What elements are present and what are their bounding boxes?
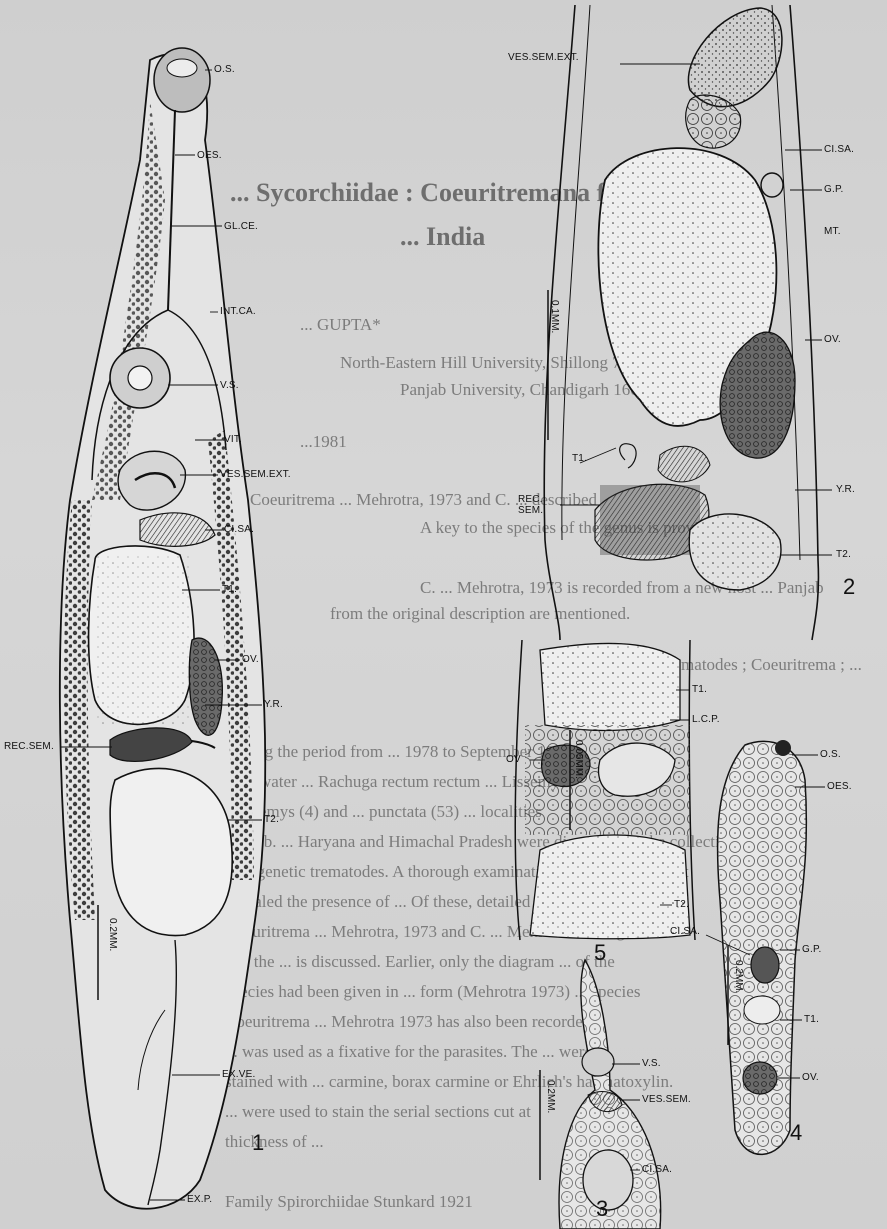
fig5-label-posterior-testis: T2.	[674, 899, 689, 910]
fig3-ventral-sucker	[582, 1048, 614, 1076]
fig1-label-posterior-testis: T2.	[264, 814, 279, 825]
fig4-label-anterior-testis: T1.	[804, 1014, 819, 1025]
fig3-number: 3	[596, 1196, 608, 1222]
fig2-label-vesicula-seminalis-externa: VES.SEM.EXT.	[508, 52, 579, 63]
fig3-label-cirrus-sac: CI.SA.	[642, 1164, 672, 1175]
fig5-scale-label: 0.05MM.	[573, 740, 584, 779]
fig1-label-intestinal-caeca: INT.CA.	[220, 306, 256, 317]
fig4-label-oesophagus: OES.	[827, 781, 852, 792]
fig2-label-yolk-reservoir: Y.R.	[836, 484, 855, 495]
fig4-label-genital-pore: G.P.	[802, 944, 822, 955]
fig1-label-oesophagus: OES.	[197, 150, 222, 161]
fig2-label-genital-pore: G.P.	[824, 184, 844, 195]
fig1-label-vitellaria: VIT.	[224, 434, 242, 445]
fig1-label-excretory-vesicle: EX.VE.	[222, 1069, 255, 1080]
fig4-label-oral-sucker: O.S.	[820, 749, 841, 760]
fig2-label-receptaculum-seminis: REC. SEM.	[518, 494, 543, 516]
fig2-genital-pore	[761, 173, 783, 197]
fig1-oral-sucker	[154, 48, 210, 112]
fig2-label-metraterm: MT.	[824, 226, 841, 237]
fig4-genital-pore	[751, 947, 779, 983]
figure-5-drawing	[515, 640, 695, 940]
fig2-label-anterior-testis: T1.	[572, 453, 587, 464]
fig1-scale-label: 0.2MM.	[107, 918, 118, 951]
fig5-number: 5	[594, 940, 606, 966]
fig3-label-vesicula-seminalis: VES.SEM.	[642, 1094, 691, 1105]
fig1-label-ovary: OV.	[242, 654, 259, 665]
fig1-number: 1	[252, 1130, 264, 1156]
fig5-label-anterior-testis: T1.	[692, 684, 707, 695]
fig4-number: 4	[790, 1120, 802, 1146]
figure-2-drawing	[544, 5, 832, 640]
fig3-label-ventral-sucker: V.S.	[642, 1058, 661, 1069]
fig2-label-ovary: OV.	[824, 334, 841, 345]
fig2-scale-label: 0.1MM.	[549, 300, 560, 333]
fig1-label-yolk-reservoir: Y.R.	[264, 699, 283, 710]
fig1-label-cirrus-sac: CI.SA.	[224, 524, 254, 535]
fig1-label-vesicula-seminalis-externa: VES.SEM.EXT.	[220, 469, 291, 480]
fig2-label-cirrus-sac: CI.SA.	[824, 144, 854, 155]
fig1-posterior-testis	[110, 768, 232, 935]
fig3-scale-label: 0.2MM.	[545, 1080, 556, 1113]
fig1-label-anterior-testis: T1.	[222, 584, 237, 595]
fig2-number: 2	[843, 574, 855, 600]
fig4-scale-label: 0.2MM.	[733, 960, 744, 993]
fig2-vesicula-seminalis-externa	[688, 8, 781, 107]
fig5-label-ovary: OV	[506, 754, 521, 765]
fig4-oral-sucker	[775, 740, 791, 756]
fig1-label-gland-cells: GL.CE.	[224, 221, 258, 232]
fig1-label-ventral-sucker: V.S.	[220, 380, 239, 391]
fig1-label-excretory-pore: EX.P.	[187, 1194, 212, 1205]
fig4-label-cirrus-sac: CI.SA.	[670, 926, 700, 937]
fig1-label-receptaculum-seminis: REC.SEM.	[4, 741, 54, 752]
fig4-anterior-testis	[744, 996, 780, 1024]
fig2-label-posterior-testis: T2.	[836, 549, 851, 560]
fig4-ovary	[743, 1062, 777, 1094]
fig4-label-ovary: OV.	[802, 1072, 819, 1083]
fig5-label-laurer-canal-pore: L.C.P.	[692, 714, 720, 725]
fig2-yolk-reservoir	[658, 446, 710, 482]
fig1-label-oral-sucker: O.S.	[214, 64, 235, 75]
